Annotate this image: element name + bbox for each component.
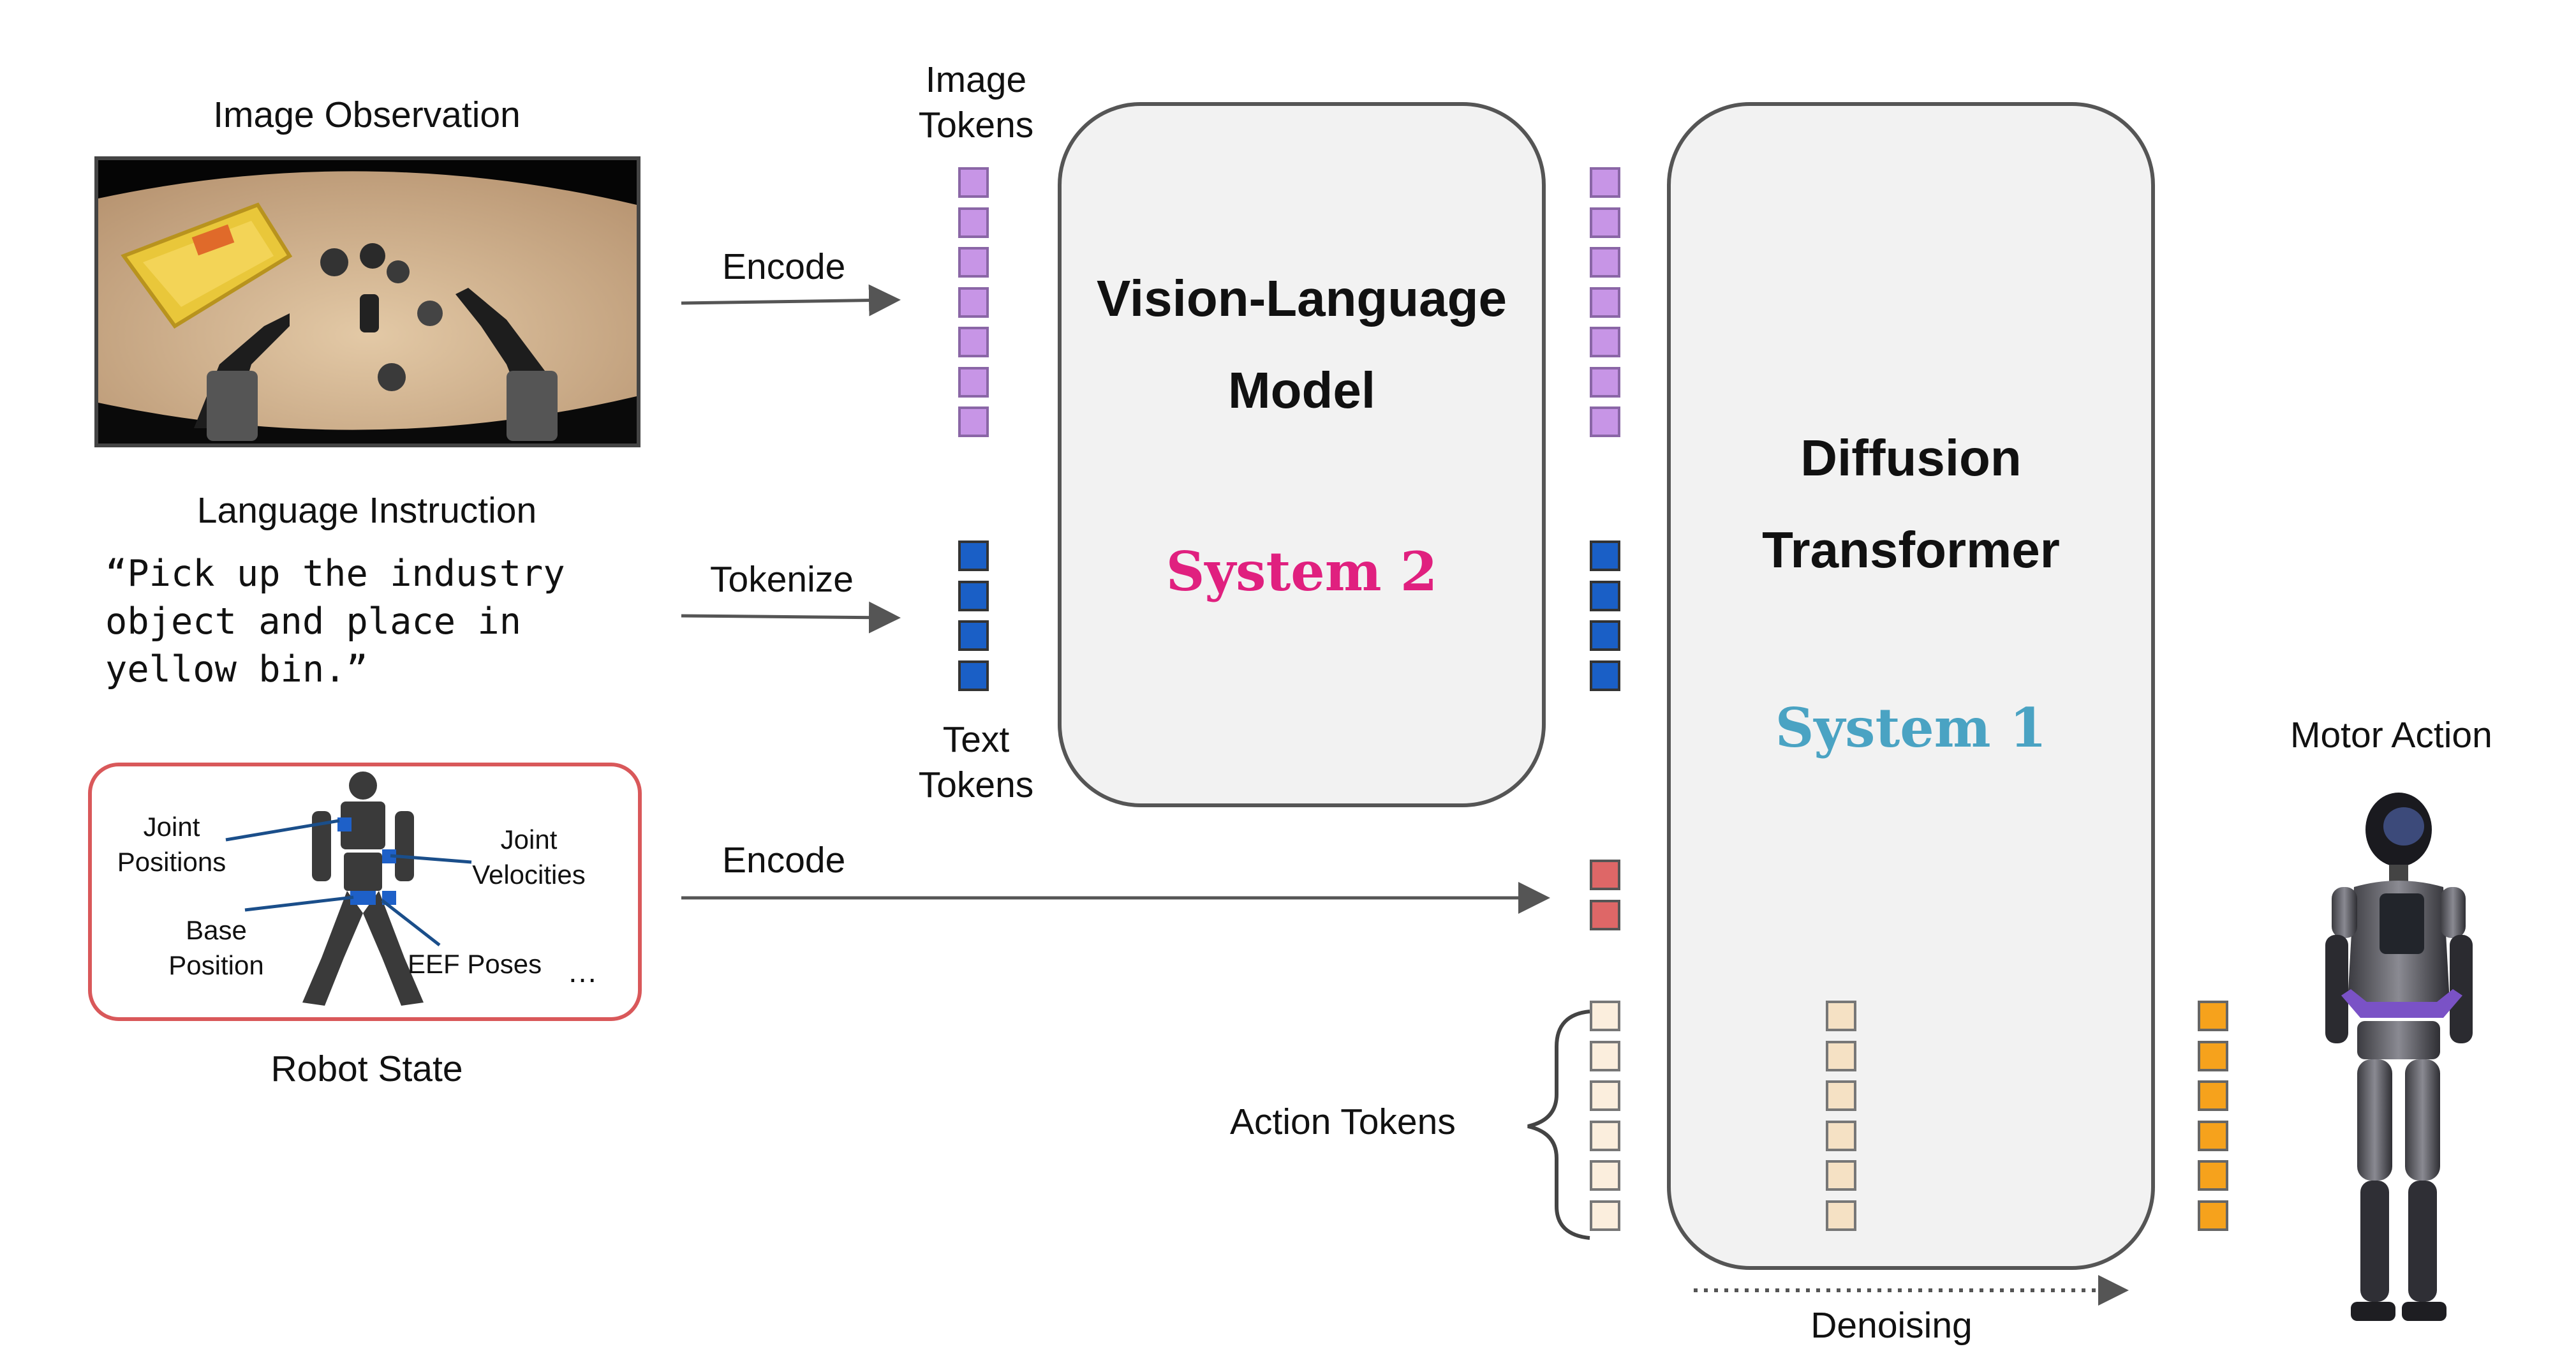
text-token (1590, 580, 1620, 611)
text-token (1590, 541, 1620, 571)
language-instruction-label: Language Instruction (196, 490, 537, 531)
noisy-action-token (1590, 1160, 1620, 1191)
noisy-action-token (1590, 1040, 1620, 1071)
image-token (1590, 327, 1620, 357)
text-token (958, 660, 989, 691)
base-position-label: Base Position (168, 915, 264, 980)
image-tokens-label: Image Tokens (918, 59, 1034, 146)
text-token (958, 620, 989, 651)
image-token (958, 167, 989, 198)
action-tokens-label: Action Tokens (1230, 1101, 1456, 1142)
text-tokens-label: Text Tokens (918, 719, 1034, 806)
joint-velocities-label: Joint Velocities (472, 824, 586, 890)
text-token (958, 580, 989, 611)
humanoid-robot-image (2325, 793, 2473, 1321)
robot-state-panel: Joint Positions Joint Velocities Base Po… (88, 763, 642, 1021)
final-action-token (2198, 1080, 2228, 1111)
encode-image-label: Encode (722, 246, 846, 287)
partially-denoised-action-token (1826, 1040, 1856, 1071)
instruction-text: “Pick up the industry object and place i… (105, 553, 565, 691)
denoising-label: Denoising (1810, 1305, 1973, 1346)
partially-denoised-action-token (1826, 1160, 1856, 1191)
noisy-action-token (1590, 1001, 1620, 1031)
final-action-token (2198, 1160, 2228, 1191)
noisy-action-token (1590, 1120, 1620, 1151)
tokenize-label: Tokenize (710, 559, 854, 600)
final-action-token (2198, 1040, 2228, 1071)
action-tokens-brace (1527, 1010, 1590, 1240)
partially-denoised-action-token (1826, 1200, 1856, 1231)
image-token (958, 207, 989, 238)
robot-state-label: Robot State (270, 1048, 463, 1089)
observation-image (94, 156, 640, 447)
image-token (958, 327, 989, 357)
ellipsis-label: … (567, 955, 598, 989)
image-token (1590, 207, 1620, 238)
image-token (958, 366, 989, 398)
image-token (958, 287, 989, 318)
vlm-title: Vision-Language Model (1096, 270, 1507, 419)
dit-title: Diffusion Transformer (1762, 429, 2060, 578)
noisy-action-token (1590, 1080, 1620, 1111)
robot-skeleton-figure (225, 772, 472, 1006)
eef-poses-label: EEF Poses (408, 949, 542, 979)
encode-image-arrow (681, 284, 901, 317)
text-token (958, 541, 989, 571)
image-token (1590, 366, 1620, 398)
final-action-token (2198, 1120, 2228, 1151)
image-observation-label: Image Observation (213, 94, 521, 135)
state-token (1590, 899, 1620, 930)
partially-denoised-action-token (1826, 1080, 1856, 1111)
image-token (958, 247, 989, 278)
image-token (958, 406, 989, 437)
text-token (1590, 660, 1620, 691)
motor-action-label: Motor Action (2290, 715, 2492, 756)
image-token (1590, 287, 1620, 318)
final-action-token (2198, 1001, 2228, 1031)
system-1-label: System 1 (1775, 696, 2047, 759)
partially-denoised-action-token (1826, 1001, 1856, 1031)
partially-denoised-action-token (1826, 1120, 1856, 1151)
tokenize-arrow (681, 601, 901, 634)
text-token (1590, 620, 1620, 651)
joint-positions-label: Joint Positions (117, 812, 226, 877)
final-action-token (2198, 1200, 2228, 1231)
encode-state-label: Encode (722, 840, 846, 881)
image-token (1590, 406, 1620, 437)
system-2-label: System 2 (1166, 540, 1438, 603)
state-token (1590, 860, 1620, 890)
diffusion-transformer-box: Diffusion Transformer System 1 (1667, 102, 2155, 1270)
vision-language-model-box: Vision-Language Model System 2 (1058, 102, 1546, 807)
noisy-action-token (1590, 1200, 1620, 1231)
image-token (1590, 167, 1620, 198)
image-token (1590, 247, 1620, 278)
